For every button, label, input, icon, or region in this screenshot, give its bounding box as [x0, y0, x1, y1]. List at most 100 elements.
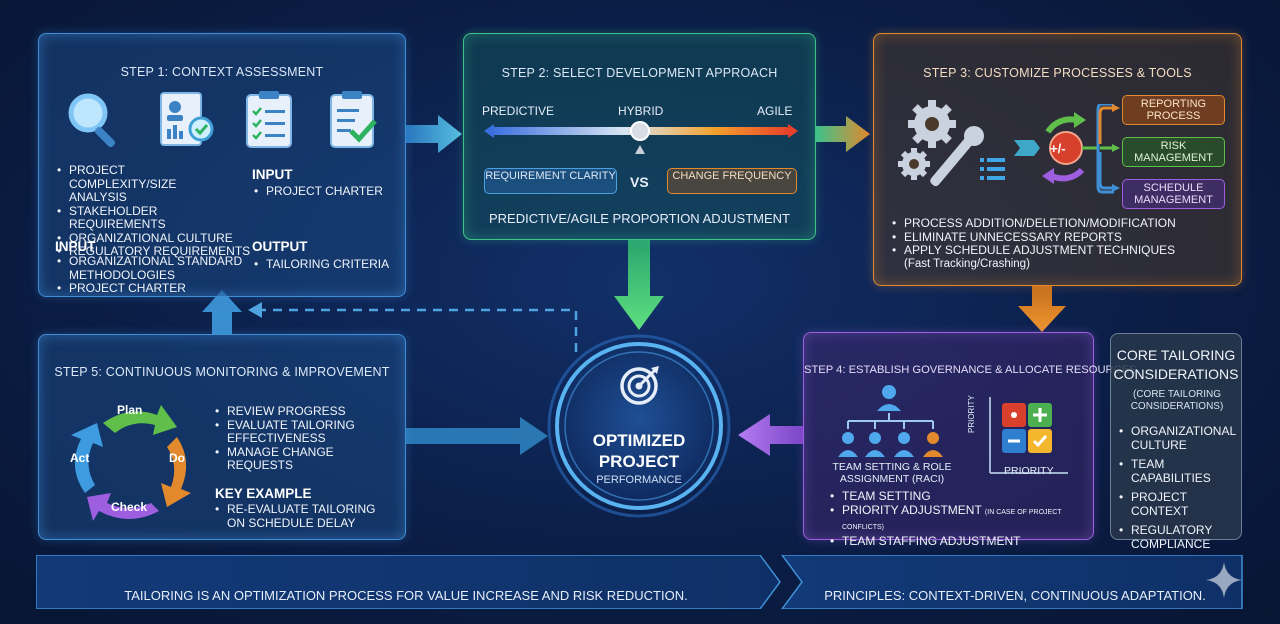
priority-adjustment-text: PRIORITY ADJUSTMENT: [842, 502, 982, 517]
step3-title: STEP 3: CUSTOMIZE PROCESSES & TOOLS: [923, 66, 1192, 80]
list-item: PROJECT CONTEXT: [1119, 490, 1239, 518]
key-example-heading: KEY EXAMPLE: [215, 486, 312, 501]
step1-input-list: PROJECT CHARTER: [254, 184, 404, 199]
hub-title: OPTIMIZED PROJECT: [547, 430, 731, 472]
footer-right-text: PRINCIPLES: CONTEXT-DRIVEN, CONTINUOUS A…: [824, 588, 1206, 603]
step5-list: REVIEW PROGRESS EVALUATE TAILORING EFFEC…: [215, 404, 399, 473]
list-item: MANAGE CHANGE REQUESTS: [215, 445, 399, 473]
dashed-feedback-head: [248, 302, 262, 318]
list-item: ELIMINATE UNNECESSARY REPORTS: [892, 230, 1232, 245]
core-subtitle: (CORE TAILORING CONSIDERATIONS): [1130, 389, 1224, 412]
key-example-list: RE-EVALUATE TAILORING ON SCHEDULE DELAY: [215, 502, 385, 530]
pdca-act-label: Act: [70, 451, 90, 465]
list-item: TEAM STAFFING ADJUSTMENT: [830, 534, 1090, 549]
step2-panel: STEP 2: SELECT DEVELOPMENT APPROACH PRED…: [463, 33, 816, 240]
step4-panel: STEP 4: ESTABLISH GOVERNANCE & ALLOCATE …: [803, 332, 1137, 548]
risk-management-box: RISK MANAGEMENT: [1122, 137, 1225, 167]
list-item: PROJECT CHARTER: [254, 184, 404, 199]
pdca-check-arc: [87, 493, 159, 521]
list-item: PRIORITY ADJUSTMENT (IN CASE OF PROJECT …: [830, 502, 1090, 535]
list-item: PROJECT COMPLEXITY/SIZE ANALYSIS: [57, 163, 229, 205]
step1-output-heading: OUTPUT: [252, 239, 308, 254]
step5-title: STEP 5: CONTINUOUS MONITORING & IMPROVEM…: [54, 365, 390, 379]
core-list: ORGANIZATIONAL CULTURE TEAM CAPABILITIES…: [1119, 424, 1239, 551]
step2-title: STEP 2: SELECT DEVELOPMENT APPROACH: [501, 66, 778, 80]
requirement-clarity-box: REQUIREMENT CLARITY: [484, 168, 617, 194]
step3-panel: STEP 3: CUSTOMIZE PROCESSES & TOOLS: [873, 33, 1242, 286]
core-title: CORE TAILORING CONSIDERATIONS: [1113, 347, 1239, 382]
document-analysis-icon: [160, 92, 214, 146]
step5-panel: STEP 5: CONTINUOUS MONITORING & IMPROVEM…: [38, 334, 406, 540]
priority-matrix-icon: [989, 397, 1068, 474]
step1-input2-heading: INPUT: [55, 239, 96, 254]
list-item: ORGANIZATIONAL STANDARD METHODOLOGIES: [57, 254, 247, 282]
arrow-step4-center: [738, 414, 803, 456]
list-item: RE-EVALUATE TAILORING ON SCHEDULE DELAY: [215, 502, 385, 530]
hub-rings: [547, 334, 731, 518]
step1-panel: STEP 1: CONTEXT ASSESSMENT PROJECT COMPL…: [38, 33, 406, 297]
step1-output-list: TAILORING CRITERIA: [254, 257, 404, 272]
step3-list: PROCESS ADDITION/DELETION/MODIFICATION E…: [892, 216, 1232, 271]
pdca-act-arc: [71, 423, 103, 493]
change-frequency-box: CHANGE FREQUENCY: [667, 168, 797, 194]
pdca-cycle-diagram: [71, 405, 191, 521]
list-item: REVIEW PROGRESS: [215, 404, 399, 419]
list-item: PROCESS ADDITION/DELETION/MODIFICATION: [892, 216, 1232, 231]
hub-line1: OPTIMIZED: [592, 431, 686, 450]
list-item: ORGANIZATIONAL CULTURE: [57, 231, 257, 246]
list-item: TEAM SETTING: [830, 489, 1090, 504]
schedule-management-box: SCHEDULE MANAGEMENT: [1122, 179, 1225, 209]
approach-scale-slider: [484, 121, 798, 154]
list-item: STAKEHOLDER REQUIREMENTS: [57, 204, 257, 232]
sparkle-icon: [1206, 562, 1242, 598]
pdca-do-arc: [161, 437, 191, 507]
matrix-x-label: PRIORITY: [1004, 465, 1054, 477]
priority-note: (IN CASE OF PROJECT CONFLICTS): [842, 508, 1062, 532]
vs-label: VS: [630, 174, 649, 190]
footer-left-text: TAILORING IS AN OPTIMIZATION PROCESS FOR…: [124, 588, 688, 603]
pdca-plan-arc: [103, 405, 177, 435]
org-chart-caption: TEAM SETTING & ROLE ASSIGNMENT (RACI): [832, 461, 952, 485]
pdca-do-label: Do: [169, 451, 185, 465]
reporting-process-box: REPORTING PROCESS: [1122, 95, 1225, 125]
arrow-step1-step2: [406, 115, 462, 153]
process-adjust-diagram: [1014, 104, 1120, 194]
list-item: REGULATORY COMPLIANCE: [1119, 523, 1221, 551]
pdca-plan-label: Plan: [117, 403, 143, 417]
step1-input2-list: ORGANIZATIONAL STANDARD METHODOLOGIES PR…: [57, 254, 247, 296]
scale-mid-label: HYBRID: [618, 104, 664, 118]
list-item: APPLY SCHEDULE ADJUSTMENT TECHNIQUES: [892, 243, 1232, 258]
hub-line2: PROJECT: [598, 452, 680, 471]
list-item: TEAM CAPABILITIES: [1119, 457, 1239, 485]
list-item: PROJECT CHARTER: [57, 281, 247, 296]
arrow-step5-step1: [202, 290, 242, 334]
matrix-y-label: PRIORITY: [967, 395, 976, 433]
step3-note: (Fast Tracking/Crashing): [904, 257, 1030, 270]
optimized-performance-hub: OPTIMIZED PROJECT PERFORMANCE: [547, 334, 731, 518]
magnifier-icon: [68, 93, 116, 148]
step1-title: STEP 1: CONTEXT ASSESSMENT: [120, 65, 324, 79]
scale-left-label: PREDICTIVE: [482, 104, 555, 118]
step4-title: STEP 4: ESTABLISH GOVERNANCE & ALLOCATE …: [804, 364, 1137, 376]
list-item: ORGANIZATIONAL CULTURE: [1119, 424, 1236, 452]
gear-wrench-icon: [898, 100, 1005, 187]
arrow-step2-step3: [816, 116, 870, 152]
clipboard-check-icon: [330, 91, 377, 148]
core-considerations-panel: CORE TAILORING CONSIDERATIONS (CORE TAIL…: [1110, 333, 1242, 550]
step4-list: TEAM SETTING PRIORITY ADJUSTMENT (IN CAS…: [830, 489, 1090, 549]
arrow-step2-center: [614, 240, 664, 330]
plus-minus-symbol: +/-: [1050, 141, 1066, 156]
pdca-check-label: Check: [111, 500, 148, 514]
list-item: TAILORING CRITERIA: [254, 257, 404, 272]
checklist-icon: [246, 91, 292, 148]
arrow-step5-center: [406, 417, 548, 455]
hub-line3: PERFORMANCE: [596, 474, 682, 486]
arrow-step3-step4: [1018, 286, 1066, 332]
list-item: EVALUATE TAILORING EFFECTIVENESS: [215, 418, 377, 446]
step2-footer: PREDICTIVE/AGILE PROPORTION ADJUSTMENT: [489, 211, 790, 226]
scale-right-label: AGILE: [757, 104, 793, 118]
footer-banner: [36, 555, 1243, 609]
step1-input-heading: INPUT: [252, 167, 293, 182]
org-chart-icon: [838, 385, 943, 457]
